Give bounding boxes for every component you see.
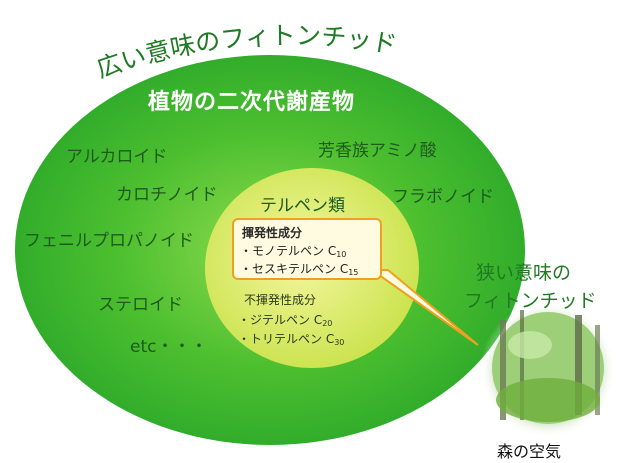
narrow-phytoncide-line1: 狭い意味の	[476, 262, 572, 284]
secondary-metabolites-title: 植物の二次代謝産物	[148, 90, 356, 115]
terpenes-title: テルペン類	[260, 196, 345, 216]
volatile-heading: 揮発性成分	[242, 226, 303, 240]
phenylpropanoid-label: フェニルプロパノイド	[24, 231, 194, 251]
monoterpene-item: ・モノテルペン C10	[240, 244, 347, 259]
carotenoid-label: カロチノイド	[116, 185, 218, 205]
sesquiterpene-item: ・セスキテルペン C15	[240, 262, 359, 277]
steroid-label: ステロイド	[98, 295, 183, 315]
alkaloid-label: アルカロイド	[66, 147, 168, 167]
etc-label: etc・・・	[130, 337, 208, 357]
forest-image	[480, 302, 616, 438]
flavonoid-label: フラボノイド	[392, 187, 494, 207]
nonvolatile-heading: 不揮発性成分	[244, 293, 317, 307]
forest-air-label: 森の空気	[497, 442, 562, 461]
narrow-phytoncide-line2: フィトンチッド	[464, 290, 597, 312]
volatile-callout: 揮発性成分 ・モノテルペン C10 ・セスキテルペン C15	[232, 218, 382, 280]
diterpene-item: ・ジテルペン C20	[238, 313, 333, 328]
triterpene-item: ・トリテルペン C30	[238, 332, 345, 347]
aromatic-amino-acid-label: 芳香族アミノ酸	[318, 141, 437, 161]
